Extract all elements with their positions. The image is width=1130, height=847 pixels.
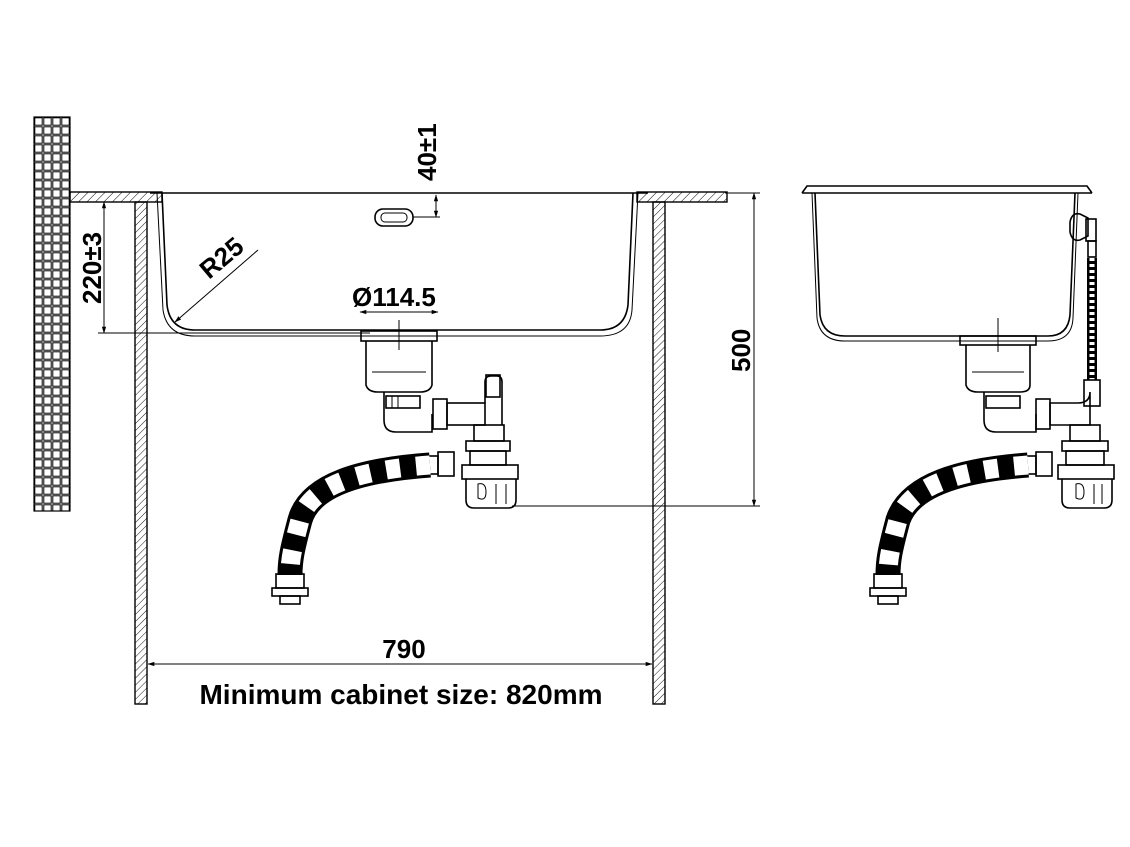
- wall: [33, 116, 71, 512]
- waste-basket: [360, 320, 438, 393]
- side-view: [801, 185, 1115, 605]
- countertop-left: [69, 191, 163, 203]
- minimum-cabinet-caption: Minimum cabinet size: 820mm: [199, 679, 602, 710]
- cabinet-height-label: 500: [726, 329, 756, 372]
- cabinet-width-label: 790: [382, 634, 425, 664]
- countertop-right: [636, 191, 728, 203]
- cabinet-panel-right: [652, 201, 666, 705]
- overflow-height-label: 40±1: [412, 123, 442, 181]
- corner-radius-label: R25: [194, 231, 250, 285]
- side-sink-bowl: [814, 192, 1076, 337]
- bowl-depth-label: 220±3: [77, 232, 107, 304]
- siphon-trap: [383, 374, 519, 509]
- front-view: 40±1 R25 220±3 Ø114.5: [33, 116, 760, 710]
- sink-bowl: [161, 192, 634, 331]
- cabinet-panel-left: [134, 201, 148, 705]
- waste-diameter-label: Ø114.5: [352, 282, 436, 312]
- flexible-hose: [271, 452, 431, 605]
